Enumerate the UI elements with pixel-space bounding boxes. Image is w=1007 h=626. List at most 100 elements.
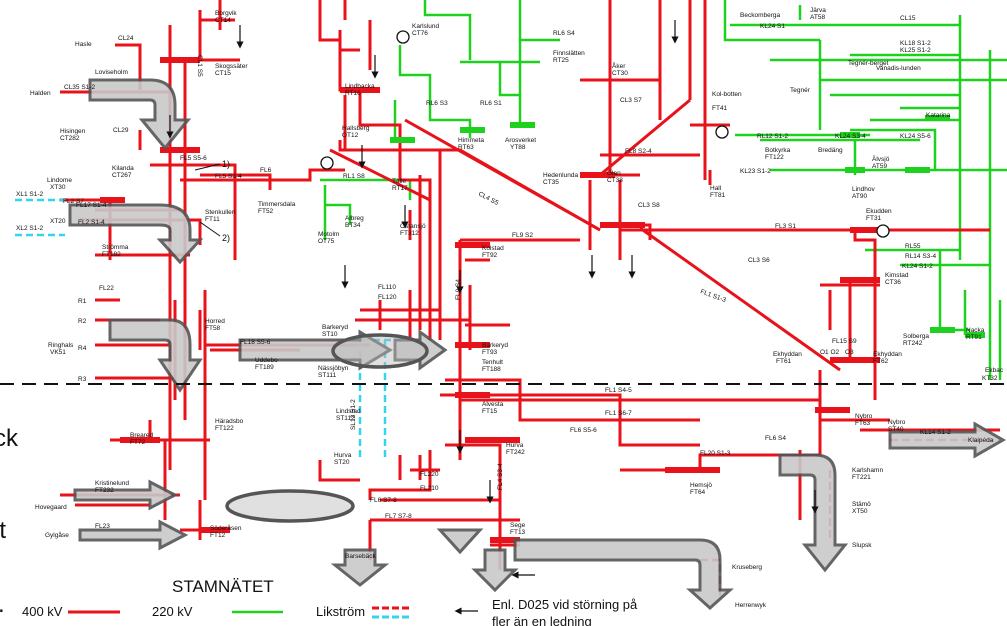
station-lindhov-code: AT90 [852,193,867,200]
line-cl4s5: CL4 S5 [477,191,500,208]
station-hasle: Hasle [75,41,92,48]
station-barkeryd-fl-code: FT93 [482,349,498,356]
line-kl14: KL14 S1-2 [920,429,951,436]
station-hedenlunda: Hedenlunda [543,172,578,179]
line-fl9s4: FL9 S4 [455,279,462,300]
station-hall: Hall [710,185,722,192]
line-cl3s6: CL3 S6 [748,257,770,264]
station-slupsk: Slupsk [852,542,872,549]
station-bredang: Bredäng [818,147,843,154]
station-hisingen-code: CT282 [60,135,80,142]
line-cl3s8: CL3 S8 [638,202,660,209]
station-hemsjo: Hemsjö [690,482,712,489]
station-uddebo-code: FT189 [255,364,274,371]
line-cl3s7: CL3 S7 [620,97,642,104]
station-ostansjo-code: FT312 [400,230,419,237]
station-alvsjo: Älvsjö [872,155,890,163]
station-aker-code: CT30 [612,70,628,77]
station-barsebaeck: Barsebäck [345,553,376,560]
left-edge-fragment-2: lt [0,517,6,544]
station-lindome-code: XT30 [50,184,66,191]
line-rl6s3: RL6 S3 [426,100,448,107]
station-beckomberga: Beckomberga [740,12,780,19]
station-r4: R4 [78,345,87,352]
station-barkeryd-st-code: ST10 [322,331,338,338]
station-albreg: Albreg [345,215,364,222]
station-talle-code: RT17 [392,185,408,192]
station-ekhyddan-e: Ekhyddan [873,351,902,358]
station-ostansjo: Östansjö [400,222,426,230]
line-cl24: CL24 [118,35,134,42]
station-stamo-code: XT50 [852,508,868,515]
station-hisingen: Hisingen [60,128,86,135]
station-bottyrka-code: FT122 [765,154,784,161]
line-fl110: FL110 [378,284,396,291]
kv220-network [320,0,1007,380]
station-himmeta-code: RT63 [458,144,474,151]
station-himmeta: Himmeta [458,137,484,144]
station-borgvik-code: CT14 [215,17,231,24]
line-cl1s5: CL1 S5 [196,55,203,77]
station-sege: Sege [510,522,526,529]
station-borgvik: Borgvik [215,10,237,17]
station-hurva-st: Hurva [334,452,352,459]
legend-dc-label: Likström [316,604,365,619]
line-cl15: CL15 [900,15,916,22]
line-fl6s4: FL6 S4 [765,435,786,442]
station-breared: Breared [130,432,154,439]
line-fl15s9: FL15 S9 [832,338,857,345]
line-fl6: FL6 [260,167,272,174]
station-ekudden-code: FT31 [866,215,882,222]
station-r3: R3 [78,376,87,383]
station-kolbotten: Kol-botten [712,91,742,98]
station-ekhyddan-w-code: FT61 [776,358,792,365]
station-karlshamn-code: FT221 [852,474,871,481]
station-hurva-ft: Hurva [506,442,524,449]
station-nacka-code: RT91 [966,334,982,341]
station-solberga-code: RT242 [903,340,923,347]
line-fl1s45: FL1 S4-5 [605,387,632,394]
line-fl6s78: FL6 S7-8 [370,497,397,504]
line-fl20: FL20 S1-3 [700,450,731,457]
line-o3: O3 [845,349,854,356]
station-motolm-code: OT75 [318,238,335,245]
line-xl2: XL2 S1-2 [16,225,43,232]
green-bus-bars [390,118,985,335]
station-nacka: Nacka [966,327,985,334]
station-skogssater-code: CT15 [215,70,231,77]
station-lindbacka-code: RT16 [345,90,361,97]
legend-title: STAMNÄTET [172,577,274,596]
line-fl220: FL220 [420,471,439,478]
station-timmersdala: Timmersdala [258,201,296,208]
station-tegner: Tegnér [790,87,811,94]
station-kolstad: Kolstad [482,245,504,252]
station-herrenwyk: Herrenwyk [735,602,767,609]
station-kristinelund: Kristinelund [95,480,129,487]
station-horred-code: FT58 [205,325,221,332]
station-ekhyddan-e-code: FT62 [873,358,889,365]
station-talle: Tälle [392,178,406,185]
station-lindstad: Lindstad [336,408,361,415]
line-fl5s56: FL5 S5-6 [180,155,207,162]
station-jarva: Järva [810,7,826,14]
station-nassjobyn-code: ST111 [318,372,337,379]
legend-note-cont: fler än en ledning [492,614,592,626]
station-breared-code: FT72 [130,439,146,446]
station-finnslatten-code: RT25 [553,57,569,64]
station-kolstad-code: FT92 [482,252,498,259]
station-stamo: Stämö [852,501,871,508]
line-rl1s8: RL1 S8 [343,173,365,180]
station-finnslatten: Finnslätten [553,50,585,57]
station-r1: R1 [78,298,87,305]
station-ekbacken: Ekbac [985,367,1004,374]
line-fl5s34: FL5 S3-4 [215,173,242,180]
station-hurva-ft-code: FT242 [506,449,525,456]
line-fl120: FL120 [378,294,397,301]
line-fl1s13: FL1 S1-3 [699,288,727,304]
line-kl23: KL23 S1-2 [740,168,771,175]
station-nybro-code: FT63 [855,420,871,427]
station-albreg-code: BT34 [345,222,361,229]
station-alvsjo-code: AT59 [872,163,887,170]
station-hall-code: FT81 [710,192,726,199]
line-fl4s34: FL4 S3-4 [497,463,504,490]
